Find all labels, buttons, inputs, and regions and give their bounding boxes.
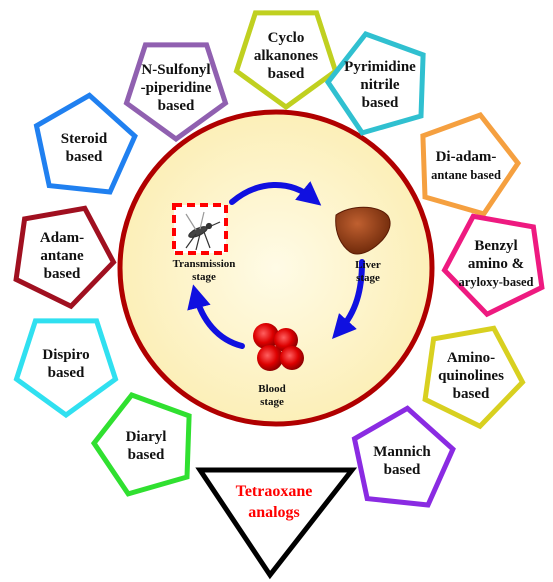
tetraoxane-triangle: Tetraoxane analogs <box>195 467 358 580</box>
transmission-label-1: Transmission <box>173 258 236 270</box>
pentagon-label-diaryl-0: Diaryl <box>126 429 167 445</box>
liver-label-1: Liver <box>355 259 381 271</box>
blood-label-2: stage <box>260 396 284 408</box>
pentagon-label-sulfonyl-1: -piperidine <box>141 80 212 96</box>
pentagon-label-benzyl-2: aryloxy-based <box>459 275 534 289</box>
pentagon-label-sulfonyl-2: based <box>158 98 195 114</box>
pentagon-label-diadamantane-0: Di-adam- <box>436 149 497 165</box>
pentagon-label-cycloalkanones-2: based <box>268 66 305 82</box>
liver-stage: Liver stage <box>335 206 391 284</box>
pentagon-aminoquinolines: Amino-quinolines based <box>422 325 526 430</box>
transmission-stage: Transmission stage <box>172 203 236 283</box>
liver-label-2: stage <box>356 272 380 284</box>
pentagon-label-cycloalkanones-0: Cyclo <box>268 30 305 46</box>
pentagon-shape-pyrimidine <box>324 31 426 136</box>
pentagon-benzyl: Benzyl amino & aryloxy-based <box>441 213 545 318</box>
pentagon-label-adamantane-0: Adam- <box>40 230 84 246</box>
pentagon-label-pyrimidine-0: Pyrimidine <box>344 59 416 75</box>
pentagon-diadamantane: Di-adam-antane based <box>420 112 522 217</box>
pentagon-pyrimidine: Pyrimidine nitrile based <box>324 31 426 136</box>
pentagon-shape-benzyl <box>441 213 545 318</box>
pentagon-label-benzyl-1: amino & <box>468 256 524 272</box>
blood-label-1: Blood <box>258 383 286 395</box>
blood-stage: Blood stage <box>253 323 304 408</box>
pentagon-label-adamantane-1: antane <box>40 248 84 264</box>
pentagon-shape-diaryl <box>90 392 192 497</box>
triangle-line-2: analogs <box>248 504 300 521</box>
pentagon-label-cycloalkanones-1: alkanones <box>254 48 318 64</box>
pentagon-sulfonyl: N-Sulfonyl -piperidine based <box>123 42 229 143</box>
pentagon-shape-adamantane <box>13 205 117 310</box>
pentagon-diaryl: Diaryl based <box>90 392 192 497</box>
pentagon-label-mannich-0: Mannich <box>373 444 431 460</box>
pentagon-mannich: Mannich based <box>351 405 456 508</box>
life-cycle-circle <box>117 109 435 427</box>
pentagon-label-mannich-1: based <box>384 462 421 478</box>
pentagon-label-steroid-1: based <box>66 149 103 165</box>
pentagon-label-diadamantane-1: antane based <box>431 168 501 182</box>
pentagon-shape-aminoquinolines <box>422 325 526 430</box>
arrow-blood-to-transmission <box>187 284 245 349</box>
pentagon-label-dispiro-0: Dispiro <box>42 347 89 363</box>
pentagon-label-aminoquinolines-1: quinolines <box>438 368 504 384</box>
pentagon-label-aminoquinolines-2: based <box>453 386 490 402</box>
pentagon-shape-dispiro <box>13 318 119 419</box>
pentagon-label-pyrimidine-2: based <box>362 95 399 111</box>
pentagon-label-aminoquinolines-0: Amino- <box>447 350 495 366</box>
transmission-label-2: stage <box>192 271 216 283</box>
pentagon-shape-diadamantane <box>420 112 522 217</box>
pentagon-shape-mannich <box>351 405 456 508</box>
pentagon-steroid: Steroid based <box>33 92 138 195</box>
pentagon-label-pyrimidine-1: nitrile <box>360 77 399 93</box>
pentagon-group: Cyclo alkanones based Pyrimidine nitrile base… <box>13 10 545 508</box>
pentagon-adamantane: Adam-antane based <box>13 205 117 310</box>
pentagon-label-diaryl-1: based <box>128 447 165 463</box>
pentagon-label-sulfonyl-0: N-Sulfonyl <box>141 62 210 78</box>
liver-icon <box>335 206 391 255</box>
pentagon-cycloalkanones: Cyclo alkanones based <box>233 10 339 111</box>
arrow-transmission-to-liver <box>229 181 322 206</box>
pentagon-shape-sulfonyl <box>123 42 229 143</box>
mosquito-icon <box>185 211 221 251</box>
pentagon-dispiro: Dispiro based <box>13 318 119 419</box>
cycle-arrows <box>187 181 365 349</box>
triangle-line-1: Tetraoxane <box>236 483 313 500</box>
pentagon-shape-cycloalkanones <box>233 10 339 111</box>
pentagon-shape-steroid <box>33 92 138 195</box>
pentagon-label-benzyl-0: Benzyl <box>474 238 517 254</box>
pentagon-label-steroid-0: Steroid <box>61 131 108 147</box>
pentagon-label-adamantane-2: based <box>44 266 81 282</box>
pentagon-label-dispiro-1: based <box>48 365 85 381</box>
arrow-liver-to-blood <box>332 259 365 339</box>
blood-cells-icon <box>253 323 304 371</box>
